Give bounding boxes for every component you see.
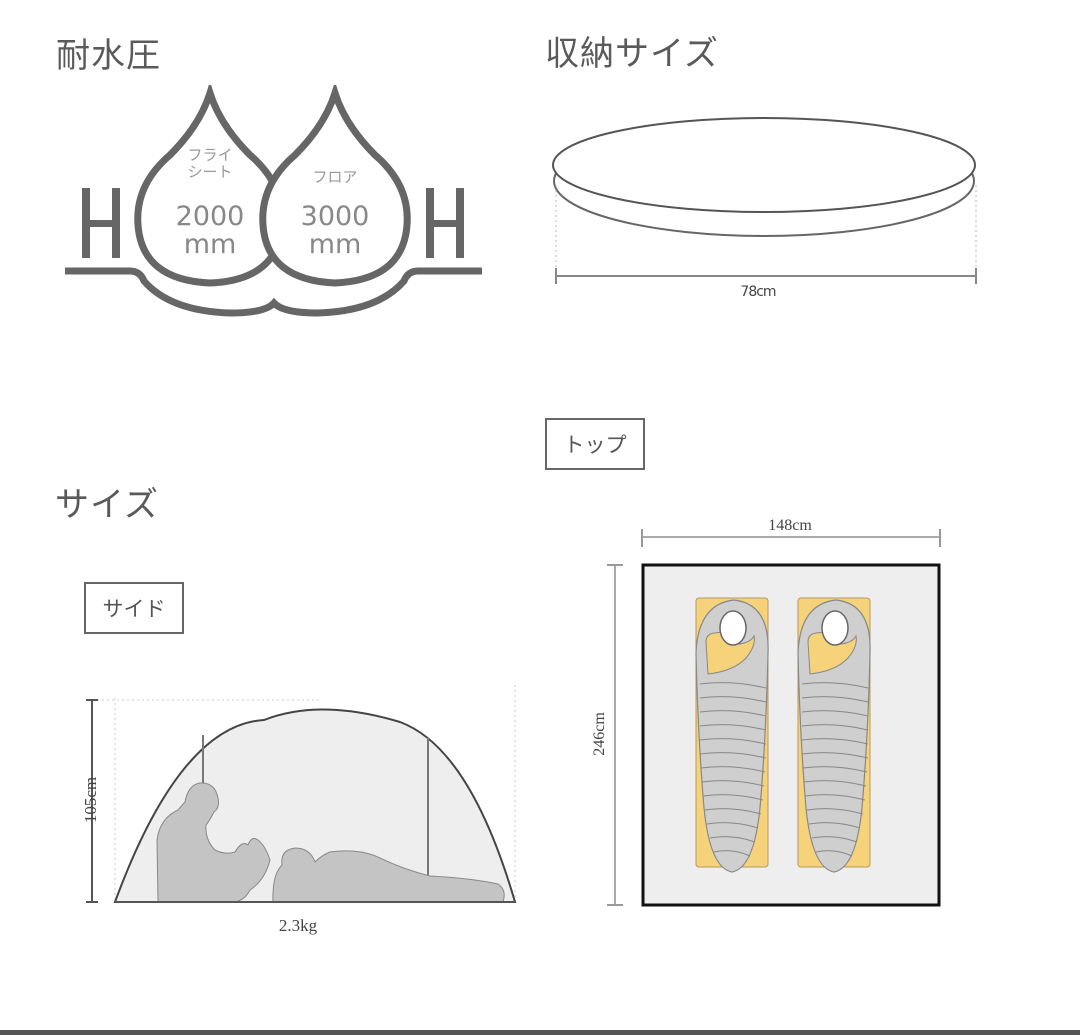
side-view-tag: サイド <box>84 582 184 634</box>
waterproof-title: 耐水圧 <box>56 36 161 76</box>
sleeping-pad-left <box>695 597 769 873</box>
tent-side-graphic <box>86 685 517 903</box>
top-view-diagram: 246cm <box>590 525 970 925</box>
top-length-label: 246cm <box>591 712 608 756</box>
top-view-tag: トップ <box>545 418 645 470</box>
sleeping-pad-right <box>797 597 871 873</box>
side-view-diagram: 105cm 2.3kg <box>60 680 540 950</box>
size-title: サイズ <box>55 485 159 525</box>
lying-person-silhouette <box>272 847 505 903</box>
drop-left-label-2: シート <box>187 163 233 181</box>
drop-left-icon <box>134 81 286 287</box>
storage-title: 収納サイズ <box>545 34 719 74</box>
waterproof-diagram: フライ シート 2000 mm フロア 3000 mm <box>60 81 490 335</box>
drop-right-icon <box>259 81 411 287</box>
disc-top <box>552 117 976 213</box>
tent-top-graphic <box>607 529 941 907</box>
h-letter-left-icon <box>82 188 120 258</box>
h-letter-right-icon <box>426 188 464 258</box>
head-opening-right <box>821 610 849 646</box>
side-height-label: 105cm <box>81 776 100 824</box>
sitting-person-silhouette <box>156 782 271 903</box>
top-width-label: 148cm <box>768 517 812 534</box>
storage-diagram: 78cm <box>548 115 988 315</box>
packed-tent-graphic <box>552 117 977 284</box>
drop-left-label-1: フライ <box>187 146 233 164</box>
bottom-divider <box>0 1030 1080 1035</box>
drop-right-value: 3000 <box>300 201 370 232</box>
drop-right-label: フロア <box>312 168 358 186</box>
drop-left-value: 2000 <box>175 201 245 232</box>
drop-left-unit: mm <box>183 229 237 260</box>
ground-line <box>65 267 482 317</box>
tent-floor-frame <box>641 563 941 907</box>
water-drops-graphic <box>65 81 482 317</box>
storage-length-label: 78cm <box>740 284 776 300</box>
drop-right-unit: mm <box>308 229 362 260</box>
head-opening-left <box>719 610 747 646</box>
side-weight-label: 2.3kg <box>278 916 318 935</box>
